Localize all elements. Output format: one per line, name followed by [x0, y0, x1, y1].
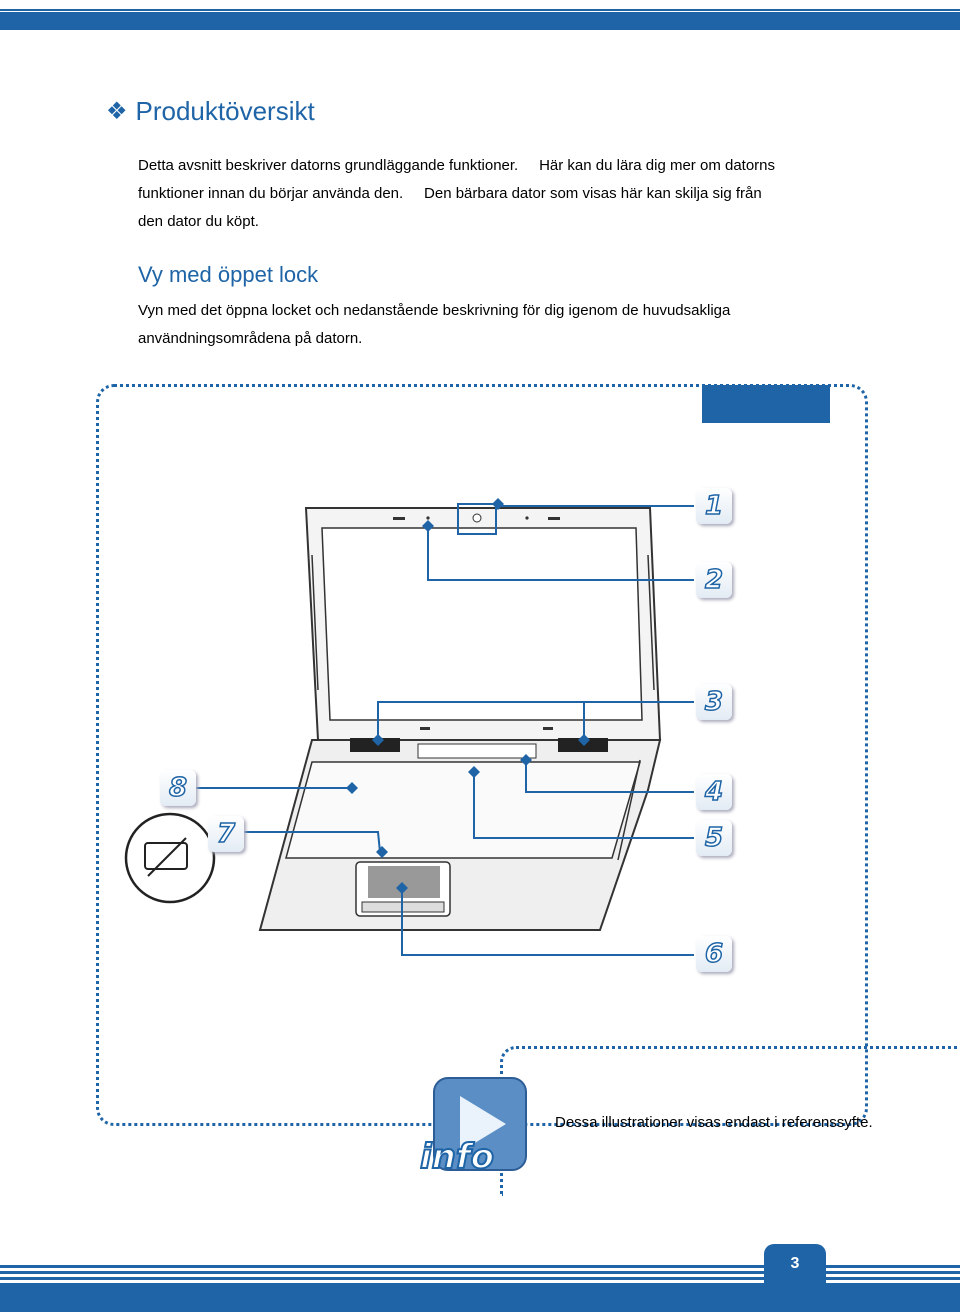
top-banner-band: [0, 14, 960, 30]
lid-side-right: [647, 554, 655, 691]
top-banner-gap: [0, 0, 960, 10]
page-number: 3: [764, 1244, 826, 1284]
intro-line-3: den dator du köpt.: [138, 213, 259, 230]
diamond-bullet-icon: ❖: [106, 98, 128, 125]
lid-side-left: [311, 554, 319, 691]
leader-marker-2: [422, 520, 434, 532]
page-title: Produktöversikt: [135, 96, 315, 126]
intro-line-1: Detta avsnitt beskriver datorns grundläg…: [138, 157, 776, 174]
leader-line-3: [377, 701, 585, 740]
section-title: Vy med öppet lock: [138, 262, 319, 287]
callout-6: 6: [696, 936, 732, 972]
base-side: [617, 759, 641, 861]
leader-marker-6: [396, 882, 408, 894]
hinge-mark-right: [543, 727, 553, 730]
sensor-dot-right: [525, 516, 529, 520]
page-heading: ❖ Produktöversikt: [106, 96, 315, 127]
leader-marker-8: [346, 782, 358, 794]
intro-paragraph: Detta avsnitt beskriver datorns grundläg…: [138, 152, 838, 236]
leader-line-1: [497, 504, 694, 507]
section-paragraph: Vyn med det öppna locket och nedanståend…: [138, 297, 838, 353]
leader-marker-1: [492, 498, 504, 510]
info-text: Dessa illustrationer visas endast i refe…: [555, 1114, 873, 1131]
touchpad-surface: [368, 866, 440, 898]
section-line-2: användningsområdena på datorn.: [138, 330, 363, 347]
touchpad-lock-glyph: [144, 842, 188, 870]
bottom-banner-band: [0, 1284, 960, 1312]
leader-line-7: [240, 831, 381, 853]
leader-line-6: [401, 888, 694, 956]
leader-marker-3a: [372, 734, 384, 746]
keyboard-area: [285, 761, 641, 859]
callout-2: 2: [696, 562, 732, 598]
webcam-icon: [472, 513, 482, 523]
touchpad-lock-slash: [147, 837, 187, 877]
leader-line-2: [427, 526, 694, 581]
speaker-left: [350, 738, 400, 752]
info-icon-label: info: [420, 1137, 494, 1176]
callout-3: 3: [696, 684, 732, 720]
quick-buttons: [417, 743, 537, 759]
touchpad-lock-icon: [124, 812, 216, 904]
section-line-1: Vyn med det öppna locket och nedanståend…: [138, 302, 731, 319]
leader-line-4: [525, 760, 694, 793]
intro-line-2: funktioner innan du börjar använda den. …: [138, 185, 762, 202]
callout-5: 5: [696, 820, 732, 856]
laptop-display: [321, 527, 643, 721]
leader-line-5: [473, 772, 694, 839]
top-banner-line: [0, 9, 960, 11]
hinge-mark-left: [420, 727, 430, 730]
top-banner: [0, 0, 960, 30]
callout-4: 4: [696, 774, 732, 810]
info-icon: info: [420, 1077, 527, 1176]
callout-7: 7: [208, 816, 244, 852]
callout-1: 1: [696, 488, 732, 524]
leader-marker-4: [520, 754, 532, 766]
figure-tab: [702, 385, 830, 423]
mic-slot-left: [393, 517, 405, 520]
webcam-box: [457, 503, 497, 535]
mic-slot-right: [548, 517, 560, 520]
leader-marker-5: [468, 766, 480, 778]
callout-8: 8: [160, 770, 196, 806]
leader-marker-3b: [578, 734, 590, 746]
sensor-dot-left: [426, 516, 430, 520]
leader-marker-7: [376, 846, 388, 858]
